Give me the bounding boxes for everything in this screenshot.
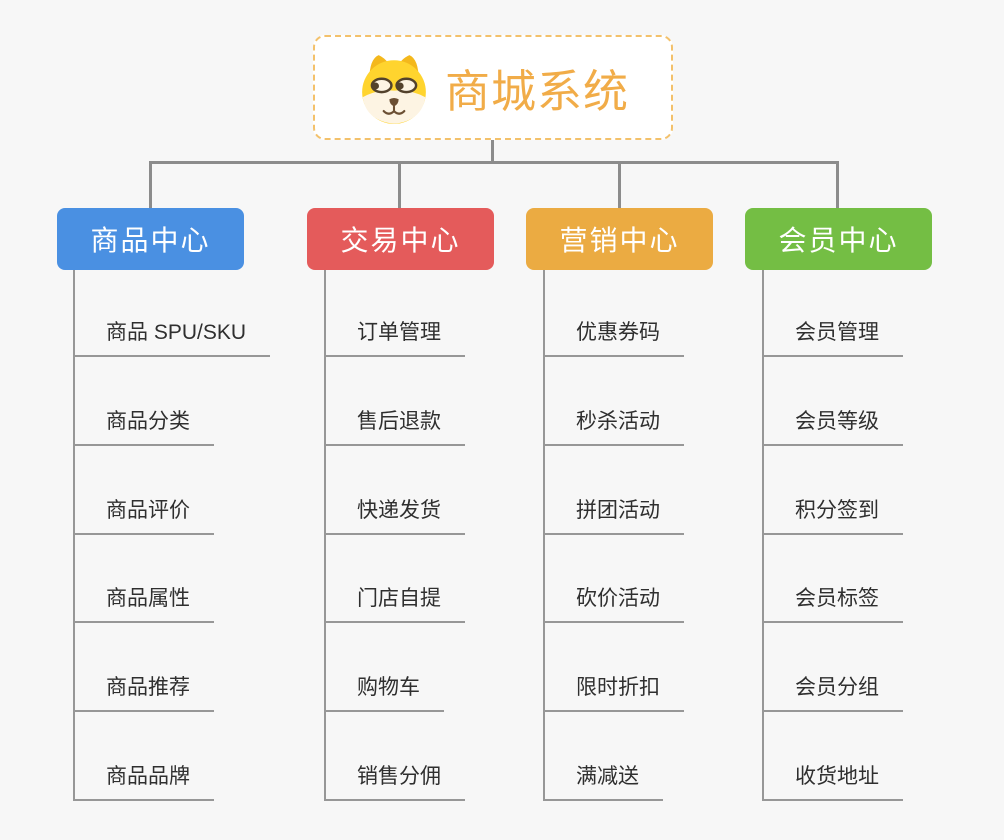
leaf-item[interactable]: 会员标签: [762, 586, 903, 623]
root-node[interactable]: 商城系统: [313, 35, 673, 140]
leaf-item[interactable]: 销售分佣: [324, 764, 465, 801]
branch-node-member[interactable]: 会员中心: [745, 208, 932, 270]
leaf-item[interactable]: 商品分类: [73, 409, 214, 446]
branch-node-products[interactable]: 商品中心: [57, 208, 244, 270]
leaf-item[interactable]: 商品推荐: [73, 675, 214, 712]
leaf-item[interactable]: 商品 SPU/SKU: [73, 320, 271, 357]
dog-face-icon: [357, 51, 431, 125]
leaf-item[interactable]: 优惠券码: [543, 320, 684, 357]
spine-trade: [324, 270, 326, 801]
leaf-item[interactable]: 快递发货: [324, 498, 465, 535]
leaf-item[interactable]: 商品属性: [73, 586, 214, 623]
leaf-item[interactable]: 购物车: [324, 675, 444, 712]
spine-marketing: [543, 270, 545, 801]
leaf-item[interactable]: 商品品牌: [73, 764, 214, 801]
leaf-item[interactable]: 会员等级: [762, 409, 903, 446]
spine-member: [762, 270, 764, 801]
leaf-item[interactable]: 会员管理: [762, 320, 903, 357]
connector-drop-trade: [398, 161, 401, 208]
leaf-item[interactable]: 订单管理: [324, 320, 465, 357]
leaf-item[interactable]: 门店自提: [324, 586, 465, 623]
leaf-item[interactable]: 砍价活动: [543, 586, 684, 623]
leaf-item[interactable]: 积分签到: [762, 498, 903, 535]
root-label: 商城系统: [444, 66, 629, 117]
leaf-item[interactable]: 限时折扣: [543, 675, 684, 712]
branch-node-trade[interactable]: 交易中心: [307, 208, 494, 270]
connector-drop-products: [149, 161, 152, 208]
leaf-item[interactable]: 收货地址: [762, 764, 903, 801]
leaf-item[interactable]: 拼团活动: [543, 498, 684, 535]
connector-root-stem: [491, 140, 494, 164]
spine-products: [73, 270, 75, 801]
branch-node-marketing[interactable]: 营销中心: [526, 208, 713, 270]
leaf-item[interactable]: 商品评价: [73, 498, 214, 535]
leaf-item[interactable]: 秒杀活动: [543, 409, 684, 446]
connector-bus: [149, 161, 839, 164]
connector-drop-member: [836, 161, 839, 208]
leaf-item[interactable]: 满减送: [543, 764, 663, 801]
leaf-item[interactable]: 售后退款: [324, 409, 465, 446]
connector-drop-marketing: [618, 161, 621, 208]
leaf-item[interactable]: 会员分组: [762, 675, 903, 712]
